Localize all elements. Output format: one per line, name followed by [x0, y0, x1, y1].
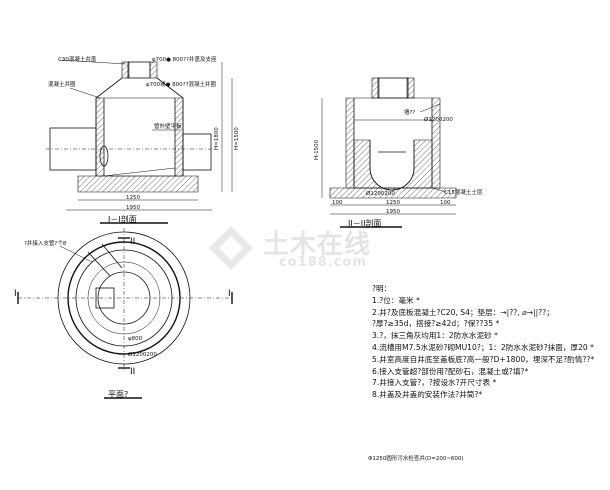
plan-label-inlet: ?井接入支管?个8: [24, 239, 67, 247]
section-2-dim-1250: 1250: [386, 200, 400, 206]
note-item: 2.井?及底板混凝土?C20, S4；垫层：→|??, ⌀→||??；: [372, 307, 554, 317]
sheet-footer: Φ1250圆形污水检查井(D=200~600): [368, 454, 464, 462]
section-2-dim-1950: 1950: [386, 209, 400, 215]
section-1-label-ring: 混凝土井圈: [48, 80, 76, 88]
design-notes: ?明： 1.?位：毫米 * 2.井?及底板混凝土?C20, S4；垫层：→|??…: [372, 283, 594, 401]
watermark: 土木在线 co188.com: [205, 222, 425, 278]
section-1-drawing: [46, 59, 233, 224]
section-1-leader-1: [59, 59, 127, 65]
section-1-cover-right: [149, 61, 158, 79]
section-1-title: I－I剖面: [108, 214, 137, 224]
section-2-label-pipe-dia: Ø1200200: [424, 116, 453, 123]
section-1-dim-1950: 1950: [126, 205, 140, 211]
section-1-wall-left: [95, 97, 105, 177]
section-1-dim-depth: H=1500: [234, 127, 240, 150]
note-item: 5.井室高度自井底至盖板底?高一般?D+1800，埋深不足?酌情??*: [372, 354, 595, 364]
section-2-label-base-dia: Ø1200200: [366, 190, 395, 197]
section-1-dim-total: H=1800: [214, 127, 220, 150]
plan-mark-bottom: II: [130, 367, 135, 377]
plan-label-dia-small: φ800: [128, 336, 143, 342]
plan-leader-inlet: [59, 245, 93, 263]
section-1-label-walls: φ700或● 800??混凝土井圈: [146, 80, 217, 88]
note-item: 6.接入支管超?部份用?配砂石，混凝土或?填?*: [372, 366, 529, 376]
watermark-text-en: co188.com: [279, 255, 367, 270]
section-2-cover-right: [406, 77, 415, 99]
plan-mark-left: I: [14, 289, 17, 299]
section-1-dim-1250: 1250: [126, 195, 140, 201]
section-2-channel: [369, 140, 415, 191]
section-2-dim-100b: 100: [440, 200, 451, 206]
section-1-bench: [103, 167, 176, 177]
plan-title: 平面?: [108, 390, 128, 399]
section-1-base: [77, 175, 199, 193]
section-2-drawing: [321, 77, 457, 228]
note-item: 3.?，抹三角灰均用1：2防水水泥砂 *: [372, 331, 498, 341]
section-2-leader-2: [431, 187, 447, 193]
note-item: ?厚?≥35d，搭接?≥42d；?保??35 *: [372, 319, 500, 329]
plan-drawing: [17, 228, 233, 399]
section-2-leader-1: [419, 103, 441, 113]
section-2-dim-100a: 100: [332, 200, 343, 206]
section-1-wall-right: [174, 97, 184, 177]
section-1-leader-2: [69, 87, 101, 99]
section-2-wall-right: [431, 97, 441, 189]
section-1-cover: [127, 61, 151, 79]
section-1-label-cover: C30混凝土井盖: [58, 55, 97, 63]
section-1-label-frame: φ700● 800??井盖及支座: [152, 55, 217, 63]
section-1-pipe-right: [182, 133, 212, 171]
watermark-text-cn: 土木在线: [263, 230, 372, 260]
section-2-wall-left: [345, 97, 355, 189]
plan-mark-right: I: [228, 289, 231, 299]
notes-heading: ?明：: [372, 284, 392, 293]
plan-label-dia-big: Ø1200200: [128, 351, 157, 358]
section-2-channel-fill: [353, 139, 433, 191]
note-item: 7.井接入支管?，?按设水?开尺寸表 *: [372, 378, 497, 388]
plan-mark-top: II: [130, 237, 135, 247]
section-2-dim-h: H-1500: [314, 139, 320, 160]
section-1-chamber: [103, 97, 176, 177]
section-1-pipe-mouth: [99, 145, 109, 167]
section-2-title: II－II剖面: [348, 218, 381, 228]
plan-pipe-branch: [87, 243, 123, 277]
note-item: 1.?位：毫米 *: [372, 295, 420, 305]
watermark-logo-icon: [209, 226, 253, 270]
section-2-label-concrete: C15混凝土土层: [444, 188, 483, 196]
section-1-label-pipe: 管外壁平板: [154, 122, 182, 130]
section-2-cover: [377, 77, 409, 99]
section-2-cover-left: [371, 77, 380, 99]
section-2-base: [329, 187, 457, 199]
section-1-cover-left: [121, 61, 130, 79]
note-item: 8.井盖及井盖的安装作法?井筒?*: [372, 390, 483, 400]
note-item: 4.流槽用M7.5水泥砂?砌MU10?；1：2防水水泥砂?抹面，厚20 *: [372, 342, 594, 352]
section-2-label-wall: 墙??: [404, 108, 415, 116]
